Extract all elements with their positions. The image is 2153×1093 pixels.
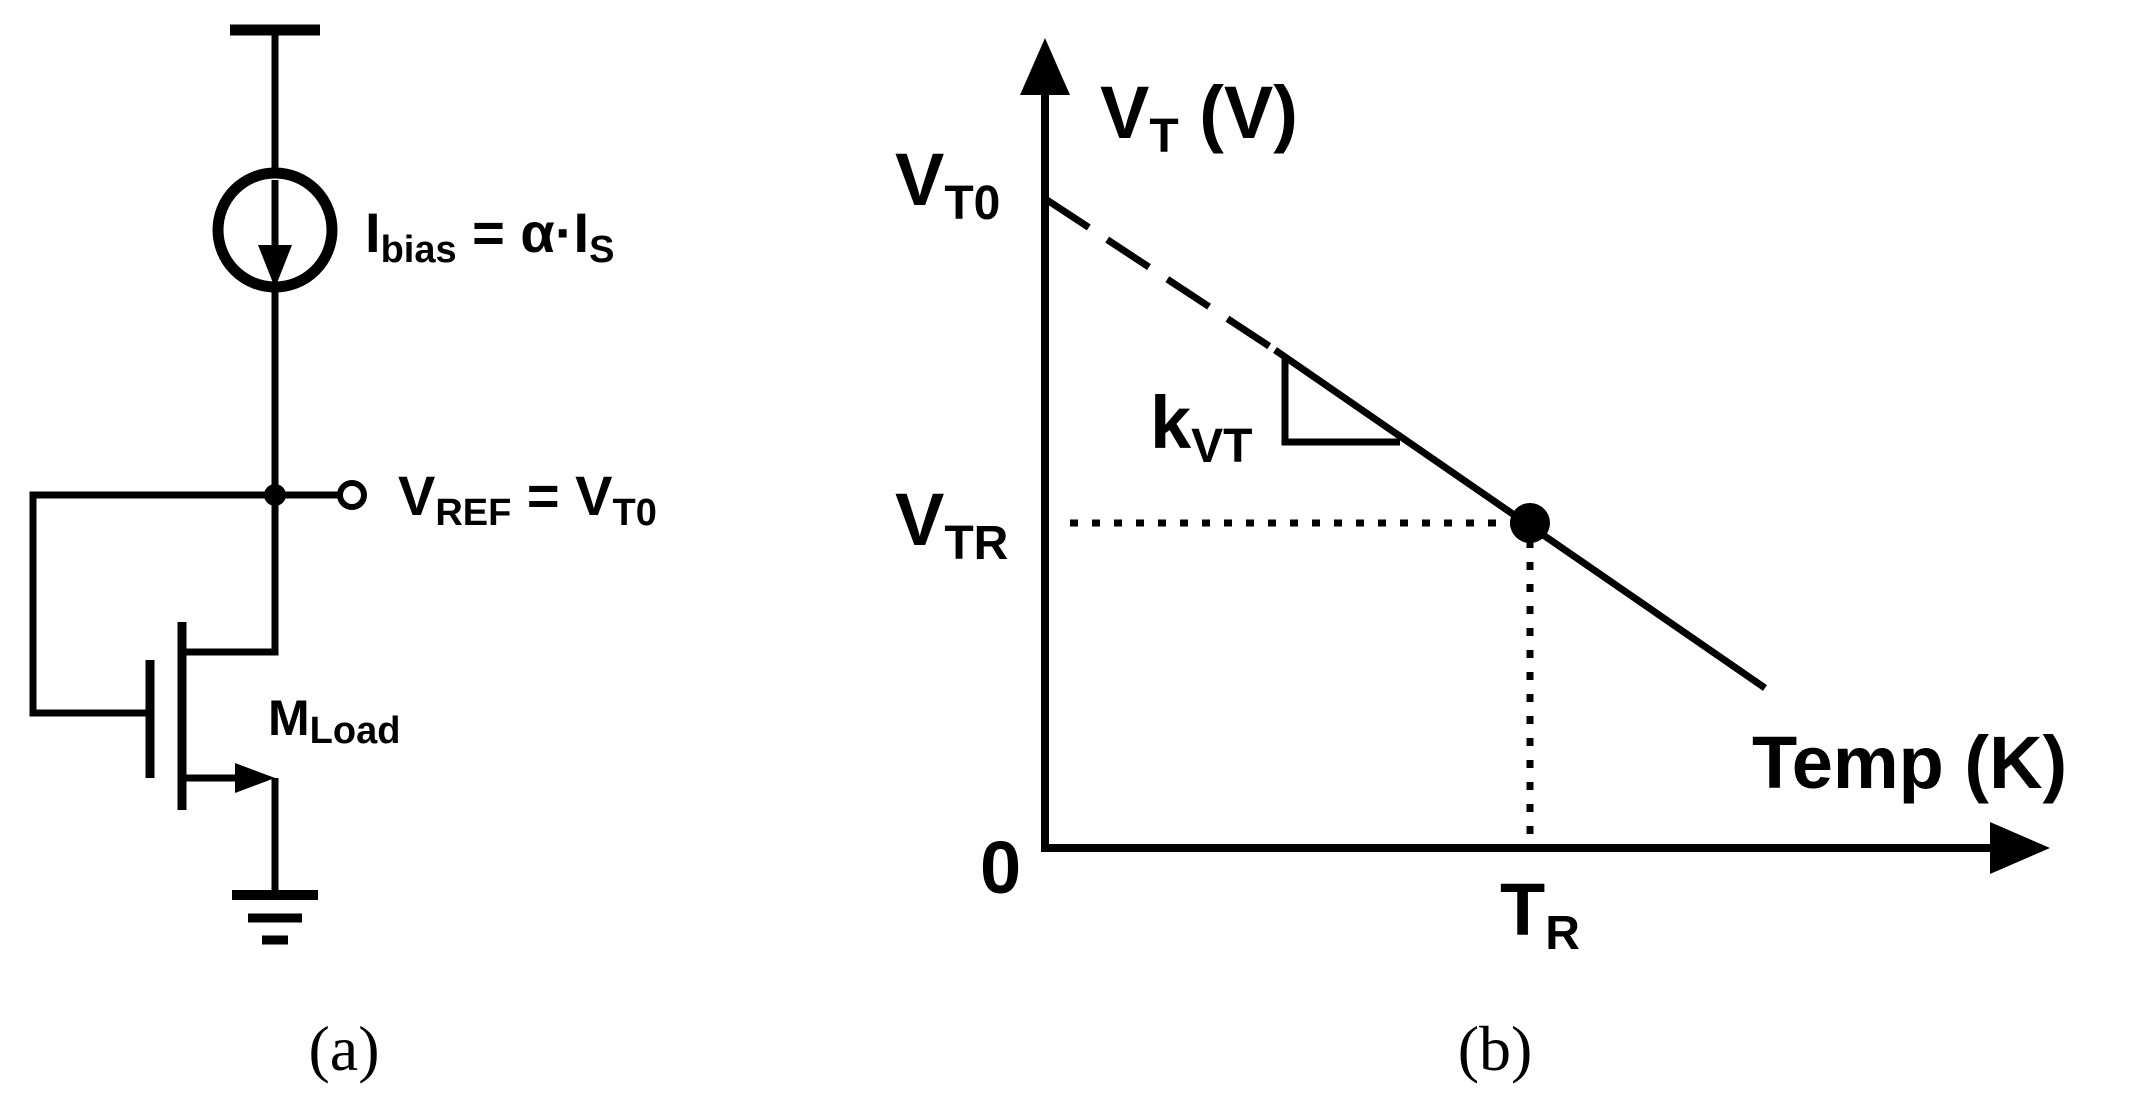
y-axis-arrow-icon — [1020, 38, 1070, 95]
x-axis-label: Temp (K) — [1752, 721, 2067, 804]
caption-a: (a) — [308, 1013, 379, 1084]
mosfet-source-arrow-icon — [235, 763, 275, 793]
mload-label: MLoad — [268, 690, 400, 752]
wire-gate-feedback — [29, 491, 275, 717]
vref-label: VREF = VT0 — [398, 464, 657, 534]
current-arrow-head-icon — [258, 245, 292, 288]
slope-triangle — [1281, 356, 1400, 446]
output-terminal-icon — [337, 480, 367, 510]
ground-icon — [232, 890, 318, 945]
x-axis-arrow-icon — [1990, 822, 2050, 874]
vt-line-extrapolated — [1045, 197, 1277, 353]
wire-drain — [182, 495, 279, 656]
slope-label: kVT — [1150, 381, 1253, 473]
y-tick-vtr: VTR — [895, 478, 1008, 570]
x-tick-tr: TR — [1500, 868, 1580, 960]
reference-point — [1510, 503, 1550, 543]
caption-b: (b) — [1458, 1013, 1533, 1084]
y-axis-label: VT (V) — [1100, 71, 1298, 163]
origin-label: 0 — [980, 826, 1021, 909]
y-tick-vt0: VT0 — [895, 138, 1000, 230]
current-source-label: Ibias = α·IS — [365, 201, 614, 271]
panel-b-graph: VT (V) Temp (K) VT0 VTR 0 TR kVT (b) — [895, 38, 2067, 1084]
panel-a-circuit: Ibias = α·IS VREF = VT0 MLoad (a) — [29, 24, 657, 1084]
